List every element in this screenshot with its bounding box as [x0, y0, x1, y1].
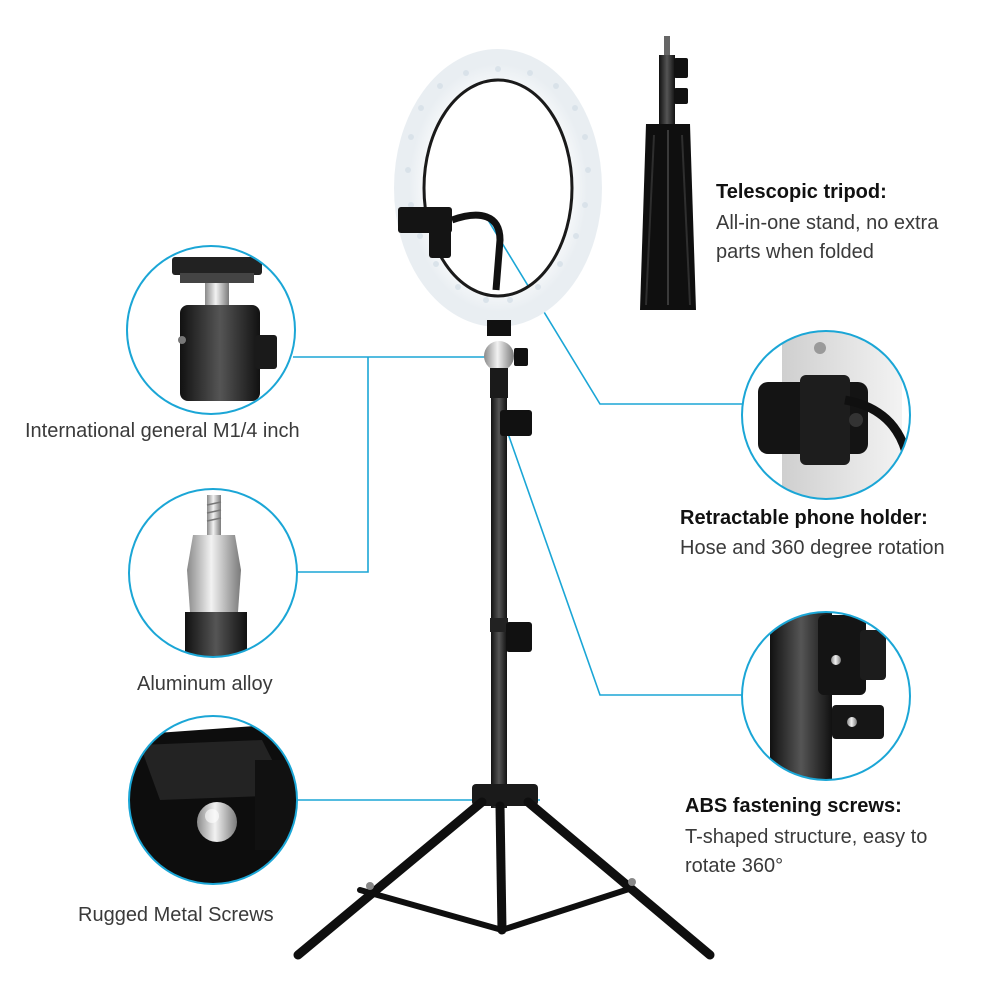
abs-screws-desc-line1: T-shaped structure, easy to	[685, 826, 928, 848]
detail-circle-phone-holder	[741, 330, 911, 500]
light-stand	[293, 398, 715, 960]
callout-line-phone	[487, 219, 745, 405]
ring-light	[394, 49, 602, 398]
callout-line-abs	[504, 424, 745, 696]
detail-circle-screws	[128, 715, 298, 885]
detail-circle-alloy	[128, 488, 298, 658]
tripod-desc-line2: parts when folded	[716, 241, 874, 263]
screws-label: Rugged Metal Screws	[78, 904, 274, 926]
callout-line-alloy	[294, 357, 369, 573]
phone-holder-title: Retractable phone holder:	[680, 507, 928, 529]
folded-tripod	[640, 36, 696, 310]
abs-screws-desc-line2: rotate 360°	[685, 855, 784, 877]
abs-screws-title: ABS fastening screws:	[685, 795, 902, 817]
tripod-title: Telescopic tripod:	[716, 181, 887, 203]
detail-circle-abs-screws	[741, 611, 911, 781]
detail-circle-mount	[126, 245, 296, 415]
phone-holder-desc-line1: Hose and 360 degree rotation	[680, 537, 945, 559]
alloy-label: Aluminum alloy	[137, 673, 273, 695]
callout-lines	[293, 219, 745, 801]
mount-label: International general M1/4 inch	[25, 420, 300, 442]
tripod-desc-line1: All-in-one stand, no extra	[716, 212, 939, 234]
